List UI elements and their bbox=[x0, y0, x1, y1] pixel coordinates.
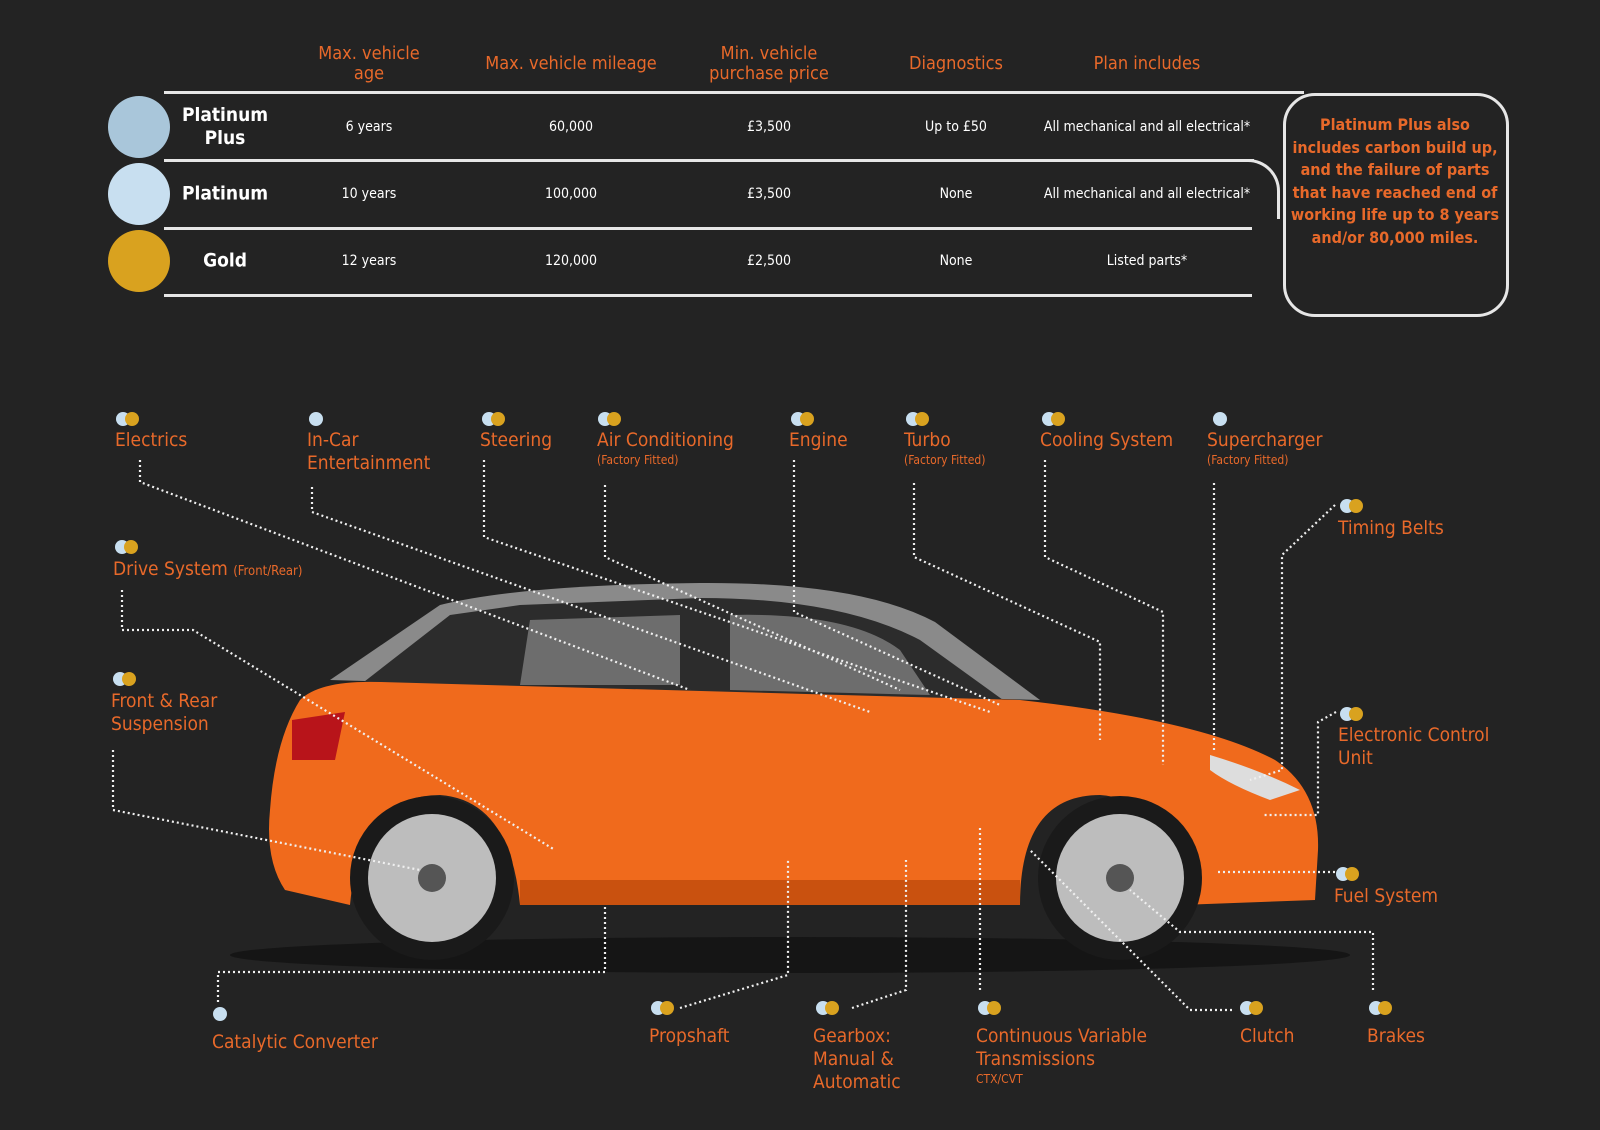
feature-label: Air Conditioning(Factory Fitted) bbox=[597, 429, 734, 467]
car-taillight bbox=[292, 712, 345, 760]
cell-price: £3,500 bbox=[746, 186, 792, 202]
cell-age: 12 years bbox=[341, 253, 397, 269]
feature-label: Fuel System bbox=[1334, 885, 1439, 907]
feature-label: Gearbox:Manual &Automatic bbox=[813, 1025, 901, 1093]
cell-diagnostics: Up to £50 bbox=[925, 119, 987, 135]
gold-badge bbox=[108, 230, 170, 292]
feature-label: Timing Belts bbox=[1338, 517, 1444, 539]
table-rule bbox=[164, 91, 1304, 94]
cell-plan: All mechanical and all electrical* bbox=[1043, 119, 1251, 135]
feature-label: Clutch bbox=[1240, 1025, 1295, 1047]
cell-plan: Listed parts* bbox=[1106, 253, 1188, 269]
feature-label: Supercharger(Factory Fitted) bbox=[1207, 429, 1323, 467]
car-body bbox=[269, 681, 1319, 905]
feature-label: Propshaft bbox=[649, 1025, 730, 1047]
header-plan-includes: Plan includes bbox=[1093, 53, 1201, 74]
header-max-mileage: Max. vehicle mileage bbox=[485, 53, 657, 74]
cell-age: 6 years bbox=[345, 119, 393, 135]
cell-diagnostics: None bbox=[939, 186, 973, 202]
feature-label: Engine bbox=[789, 429, 848, 451]
feature-label: Electrics bbox=[115, 429, 188, 451]
platinum-badge bbox=[108, 163, 170, 225]
car-wheel-rear bbox=[350, 796, 514, 960]
car-shadow bbox=[230, 937, 1350, 973]
tier-gold: Gold bbox=[203, 249, 247, 272]
platinum-plus-note: Platinum Plus also includes carbon build… bbox=[1290, 115, 1500, 247]
cell-mileage: 100,000 bbox=[544, 186, 598, 202]
cell-mileage: 60,000 bbox=[548, 119, 594, 135]
leader-lines bbox=[111, 460, 1375, 1012]
cell-age: 10 years bbox=[341, 186, 397, 202]
feature-label: Turbo(Factory Fitted) bbox=[904, 429, 986, 467]
feature-label: Drive System (Front/Rear) bbox=[113, 558, 303, 580]
feature-label: Steering bbox=[480, 429, 553, 451]
cell-diagnostics: None bbox=[939, 253, 973, 269]
table-rule bbox=[164, 294, 1252, 297]
feature-label: Catalytic Converter bbox=[212, 1031, 378, 1053]
feature-label: Cooling System bbox=[1040, 429, 1174, 451]
car-window-glass bbox=[520, 614, 930, 695]
table-rule bbox=[164, 159, 1254, 162]
tier-platinum: Platinum bbox=[181, 182, 269, 205]
cell-price: £3,500 bbox=[746, 119, 792, 135]
car-wheel-front bbox=[1038, 796, 1202, 960]
platinum-plus-badge bbox=[108, 96, 170, 158]
cell-mileage: 120,000 bbox=[544, 253, 598, 269]
car-sill bbox=[520, 880, 1020, 905]
table-rule bbox=[164, 227, 1252, 230]
feature-label: Brakes bbox=[1367, 1025, 1425, 1047]
cell-plan: All mechanical and all electrical* bbox=[1043, 186, 1251, 202]
cell-price: £2,500 bbox=[746, 253, 792, 269]
header-diagnostics: Diagnostics bbox=[909, 53, 1003, 74]
platinum-plus-note-box bbox=[1283, 93, 1509, 317]
table-rule-curve bbox=[1220, 159, 1280, 219]
